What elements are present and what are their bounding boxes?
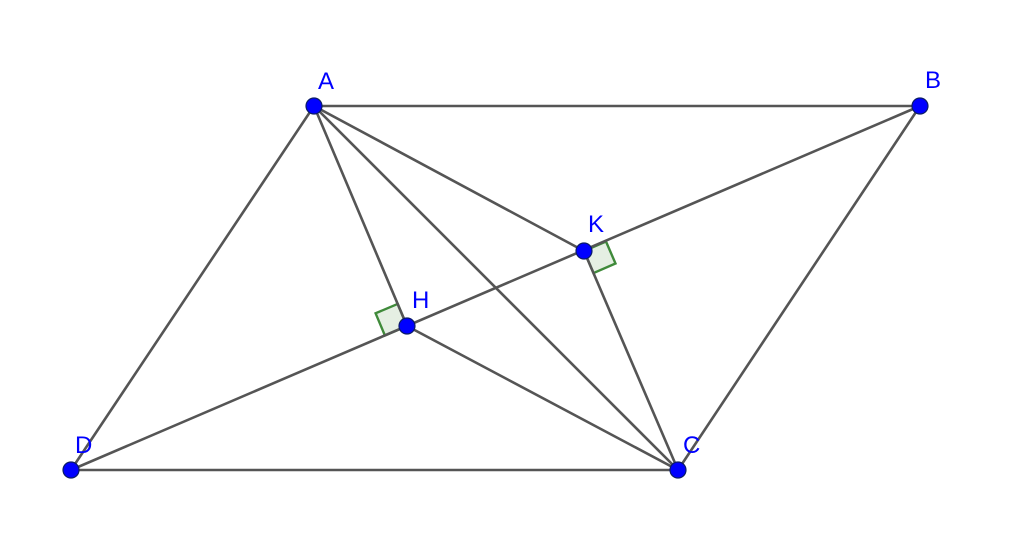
label-D: D (75, 432, 92, 459)
segment-CH (405, 324, 680, 472)
segment-AK (312, 104, 586, 253)
segment-BC (676, 104, 922, 472)
point-H[interactable] (398, 317, 416, 335)
segment-DB (69, 104, 922, 472)
label-H: H (412, 287, 429, 314)
points (62, 97, 929, 479)
point-labels: A B C D H K (75, 67, 941, 459)
label-C: C (683, 432, 700, 459)
segment-AH (312, 104, 409, 328)
point-D[interactable] (62, 461, 80, 479)
segment-CK (582, 249, 680, 472)
point-A[interactable] (305, 97, 323, 115)
point-C[interactable] (669, 461, 687, 479)
label-B: B (925, 67, 941, 94)
label-K: K (588, 211, 604, 238)
label-A: A (318, 68, 334, 95)
segments (69, 104, 922, 472)
point-K[interactable] (575, 242, 593, 260)
point-B[interactable] (911, 97, 929, 115)
segment-DA (69, 104, 316, 472)
